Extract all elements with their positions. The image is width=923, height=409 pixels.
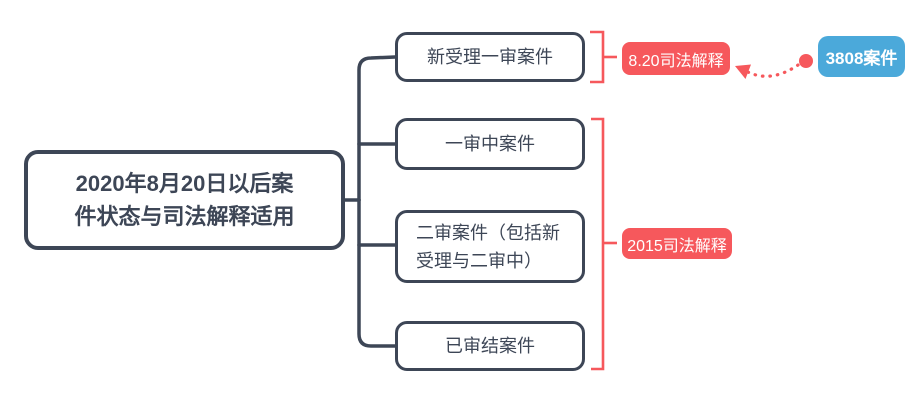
root-topic-line-2: 件状态与司法解释适用 bbox=[74, 204, 295, 229]
branch-line-bottom bbox=[357, 198, 397, 348]
bracket-820 bbox=[590, 30, 617, 84]
relationship-arrow-3808-to-820 bbox=[735, 54, 813, 79]
arrow-start-dot bbox=[799, 54, 813, 68]
topic-label: 一审中案件 bbox=[445, 133, 535, 154]
topic-node-concluded[interactable]: 已审结案件 bbox=[395, 321, 585, 371]
topic-node-second-instance[interactable]: 二审案件（包括新 受理与二审中） bbox=[395, 210, 585, 283]
arrow-dotted-curve bbox=[744, 63, 800, 78]
tag-label: 3808案件 bbox=[825, 49, 898, 68]
root-topic-node[interactable]: 2020年8月20日以后案 件状态与司法解释适用 bbox=[24, 150, 345, 250]
topic-label: 已审结案件 bbox=[445, 335, 535, 356]
arrow-head bbox=[735, 64, 751, 79]
tag-rule-2015[interactable]: 2015司法解释 bbox=[622, 228, 732, 259]
topic-label-line-1: 二审案件（包括新 bbox=[416, 222, 560, 243]
root-topic-line-1: 2020年8月20日以后案 bbox=[75, 171, 294, 196]
topic-label-line-2: 受理与二审中） bbox=[416, 250, 542, 271]
tag-label: 2015司法解释 bbox=[627, 237, 727, 255]
bracket-2015 bbox=[591, 117, 617, 371]
topic-label: 新受理一审案件 bbox=[427, 46, 553, 67]
branch-line-top bbox=[357, 55, 397, 202]
topic-node-new-first-instance[interactable]: 新受理一审案件 bbox=[395, 32, 585, 82]
tag-label: 8.20司法解释 bbox=[628, 52, 724, 70]
tag-rule-820[interactable]: 8.20司法解释 bbox=[622, 42, 730, 75]
branch-connectors bbox=[342, 55, 397, 348]
topic-node-in-first-instance[interactable]: 一审中案件 bbox=[395, 118, 585, 170]
tag-case-3808[interactable]: 3808案件 bbox=[818, 36, 905, 77]
